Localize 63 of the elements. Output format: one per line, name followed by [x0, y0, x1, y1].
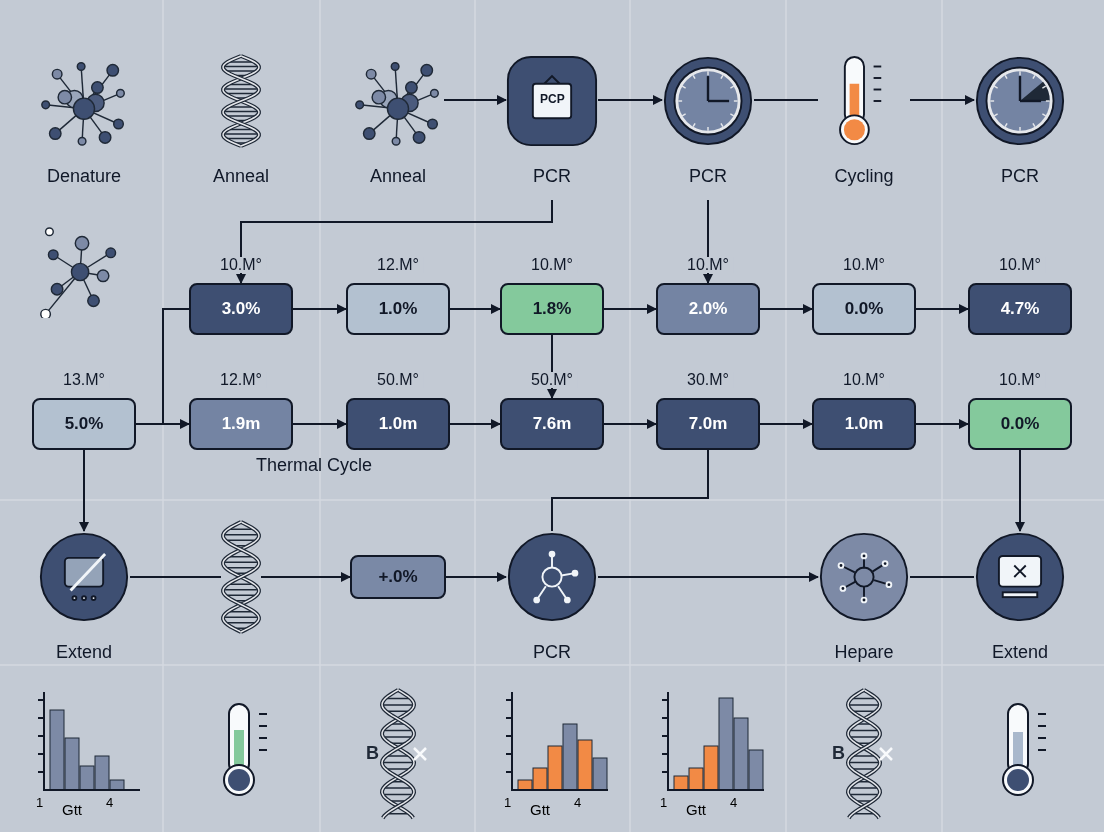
process-box: +.0% [350, 555, 446, 599]
axis-tick-label: 4 [106, 796, 114, 809]
arrow [597, 572, 819, 582]
connector-line [909, 576, 975, 578]
step-label: PCR [689, 167, 727, 185]
arrow [449, 304, 501, 314]
axis-label: Gtt [530, 802, 550, 817]
connector-line [129, 576, 222, 578]
letter-label: B [366, 744, 379, 762]
step-label: Anneal [212, 167, 270, 185]
connector-line [753, 99, 819, 101]
arrow [236, 199, 553, 284]
process-box: 3.0% [189, 283, 293, 335]
arrow [292, 419, 347, 429]
step-label: PCR [1001, 167, 1039, 185]
arrow [915, 419, 969, 429]
process-box: 7.6m [500, 398, 604, 450]
step-label: Hepare [834, 643, 894, 661]
axis-tick-label: 1 [660, 796, 668, 809]
axis-label: Gtt [686, 802, 706, 817]
arrow [449, 419, 501, 429]
arrow [292, 304, 347, 314]
process-box: 5.0% [32, 398, 136, 450]
arrow [603, 419, 657, 429]
arrow [260, 572, 351, 582]
axis-label: Gtt [62, 802, 82, 817]
arrow [597, 95, 663, 105]
step-label: Denature [46, 167, 122, 185]
arrow [443, 95, 507, 105]
process-box: 1.8% [500, 283, 604, 335]
arrow [703, 199, 713, 284]
step-label: Extend [55, 643, 112, 661]
arrow [79, 449, 89, 532]
connector-line [551, 449, 709, 532]
axis-tick-label: 4 [730, 796, 738, 809]
arrow [759, 419, 813, 429]
sign-label: PCP [540, 93, 565, 105]
arrow [445, 572, 507, 582]
step-label: Extend [991, 643, 1048, 661]
arrow [909, 95, 975, 105]
process-box: 1.0m [812, 398, 916, 450]
step-label: Cycling [834, 167, 894, 185]
arrow [915, 304, 969, 314]
axis-tick-label: 1 [504, 796, 512, 809]
process-box: 1.9m [189, 398, 293, 450]
process-box: 0.0% [812, 283, 916, 335]
connector-line [135, 308, 190, 425]
axis-tick-label: 1 [36, 796, 44, 809]
axis-tick-label: 4 [574, 796, 582, 809]
arrow [759, 304, 813, 314]
step-label: PCR [533, 643, 571, 661]
step-label: Anneal [369, 167, 427, 185]
process-box: 0.0% [968, 398, 1072, 450]
process-box: 1.0m [346, 398, 450, 450]
process-box: 7.0m [656, 398, 760, 450]
process-box: 1.0% [346, 283, 450, 335]
process-box: 2.0% [656, 283, 760, 335]
letter-label: B [832, 744, 845, 762]
arrow [1015, 449, 1025, 532]
step-label: PCR [533, 167, 571, 185]
process-box: 4.7% [968, 283, 1072, 335]
section-label: Thermal Cycle [256, 456, 373, 474]
arrow [603, 304, 657, 314]
